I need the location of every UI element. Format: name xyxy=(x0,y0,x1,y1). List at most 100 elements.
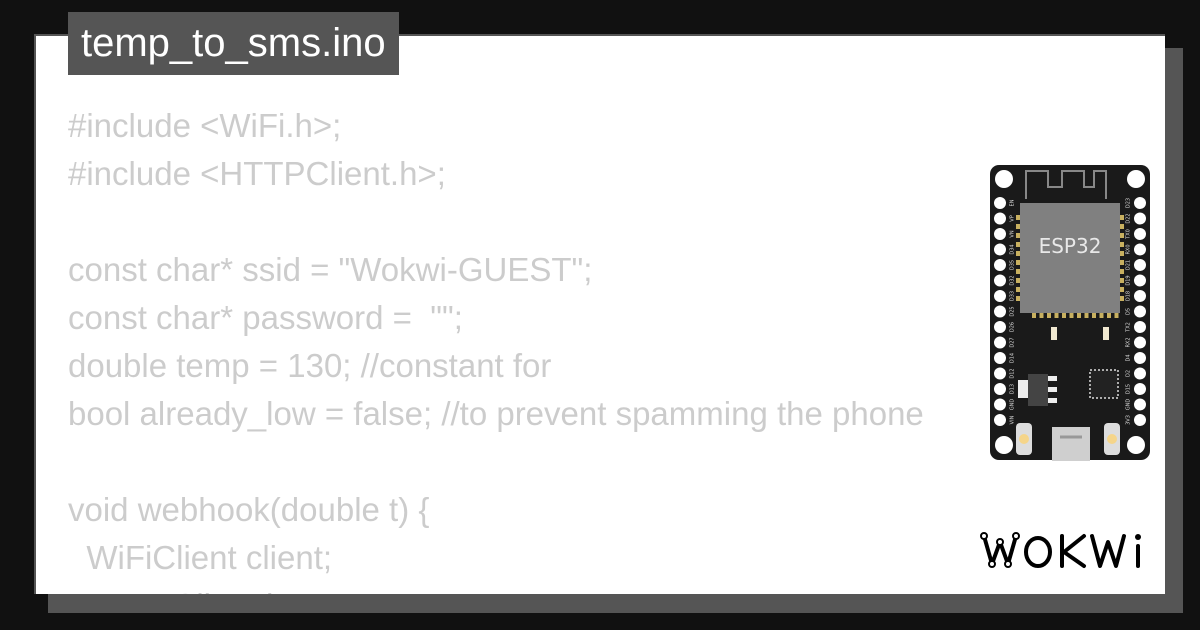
chip-pad xyxy=(1099,312,1104,318)
pin-label: D19 xyxy=(1126,275,1132,285)
pin-label: VP xyxy=(1010,215,1016,221)
chip-label: ESP32 xyxy=(1039,234,1102,258)
code-line: #include <WiFi.h>; xyxy=(68,107,342,144)
chip-pad xyxy=(1114,312,1119,318)
pin-label: D25 xyxy=(1010,306,1016,316)
pin-hole xyxy=(1134,367,1146,380)
pin-hole xyxy=(994,259,1006,271)
code-line: bool already_low = false; //to prevent s… xyxy=(68,395,924,432)
chip-pad xyxy=(1016,260,1021,265)
pin-hole xyxy=(1134,274,1146,287)
pin-hole xyxy=(994,321,1006,333)
pin-hole xyxy=(1134,305,1146,318)
pin-label: D13 xyxy=(1010,384,1016,394)
pin-hole xyxy=(1134,352,1146,364)
chip-pad xyxy=(1016,269,1021,274)
pin-hole xyxy=(1134,414,1146,426)
code-line: #include <HTTPClient.h>; xyxy=(68,155,446,192)
chip-pad xyxy=(1119,296,1124,301)
chip-pad xyxy=(1119,287,1124,292)
pin-hole xyxy=(1134,383,1146,395)
pin-label: D34 xyxy=(1010,244,1016,254)
pin-label: VN xyxy=(1010,230,1016,237)
pin-label: D27 xyxy=(1010,337,1016,347)
pin-label: GND xyxy=(1126,399,1132,411)
pin-hole xyxy=(994,305,1006,318)
chip-pad xyxy=(1119,215,1124,220)
pin-hole xyxy=(1134,336,1146,349)
chip-pad xyxy=(1016,278,1021,283)
chip-pad xyxy=(1062,312,1066,318)
pin-label: EN xyxy=(1010,199,1016,206)
pin-hole xyxy=(994,367,1006,380)
chip-pad xyxy=(1119,233,1124,238)
pin-hole xyxy=(994,243,1006,256)
chip-pad xyxy=(1119,278,1124,283)
code-line xyxy=(68,438,924,486)
chip-pad xyxy=(1119,251,1124,256)
pin-hole xyxy=(994,352,1006,364)
pin-label: D12 xyxy=(1010,368,1016,378)
pin-label: RX2 xyxy=(1126,337,1132,347)
pin-hole xyxy=(1134,321,1146,333)
code-line: const char* password = ""; xyxy=(68,299,463,336)
chip-pad xyxy=(1084,312,1089,318)
chip-pad xyxy=(1069,312,1074,318)
code-line: WiFiClient client; xyxy=(68,539,333,576)
pin-hole xyxy=(994,212,1006,225)
pin-hole xyxy=(1134,398,1146,411)
pin-hole xyxy=(1134,243,1146,256)
pin-hole xyxy=(1134,259,1146,271)
chip-pad xyxy=(1119,224,1124,229)
chip-pad xyxy=(1039,312,1044,318)
code-line xyxy=(68,198,924,246)
code-line: const char* ssid = "Wokwi-GUEST"; xyxy=(68,251,593,288)
pin-hole xyxy=(994,414,1006,426)
pin-label: D22 xyxy=(1126,213,1132,223)
pin-hole xyxy=(994,336,1006,349)
chip-pad xyxy=(1077,312,1081,318)
pin-label: D35 xyxy=(1010,260,1016,270)
pin-label: GND xyxy=(1010,399,1016,411)
pin-label: TX2 xyxy=(1126,322,1132,333)
pin-label: D23 xyxy=(1126,198,1132,208)
pin-label: VIN xyxy=(1010,415,1016,424)
chip-pad xyxy=(1016,224,1021,229)
chip-pad xyxy=(1032,312,1036,318)
pin-hole xyxy=(994,290,1006,302)
code-card: #include <WiFi.h>; #include <HTTPClient.h… xyxy=(34,34,1165,594)
pin-label: D2 xyxy=(1126,370,1132,377)
code-line: HTTPClient http; xyxy=(68,582,924,594)
pin-label: D26 xyxy=(1010,322,1016,332)
pin-label: TX0 xyxy=(1126,229,1132,240)
code-preview: #include <WiFi.h>; #include <HTTPClient.h… xyxy=(68,102,924,594)
chip-pad xyxy=(1047,312,1051,318)
pin-label: D14 xyxy=(1010,353,1016,363)
pin-label: 3V3 xyxy=(1126,415,1132,425)
wokwi-logo-icon xyxy=(980,532,1141,568)
chip-pad xyxy=(1107,312,1111,318)
pin-label: D32 xyxy=(1010,275,1016,285)
chip-pad xyxy=(1092,312,1096,318)
code-line: double temp = 130; //constant for xyxy=(68,347,552,384)
pin-hole xyxy=(994,398,1006,411)
esp32-board: ESP32 ENVPVND34D35D32D33D25D26D27D14D12D… xyxy=(990,165,1150,461)
pin-label: D5 xyxy=(1126,308,1132,315)
pin-hole xyxy=(1134,212,1146,225)
wokwi-logo xyxy=(978,528,1150,587)
pin-label: D33 xyxy=(1010,291,1016,301)
pin-label: RX0 xyxy=(1126,244,1132,254)
code-line: void webhook(double t) { xyxy=(68,491,430,528)
chip-pad xyxy=(1016,242,1021,247)
chip-pad xyxy=(1016,296,1021,301)
chip-pad xyxy=(1054,312,1059,318)
chip-pad xyxy=(1119,269,1124,274)
pin-label: D21 xyxy=(1126,260,1132,270)
pin-hole xyxy=(1134,228,1146,240)
pin-label: D4 xyxy=(1126,354,1132,361)
pin-hole xyxy=(994,197,1006,209)
pin-label: D15 xyxy=(1126,384,1132,394)
pin-hole xyxy=(994,383,1006,395)
chip-pad xyxy=(1119,260,1124,265)
pin-label: D18 xyxy=(1126,291,1132,301)
